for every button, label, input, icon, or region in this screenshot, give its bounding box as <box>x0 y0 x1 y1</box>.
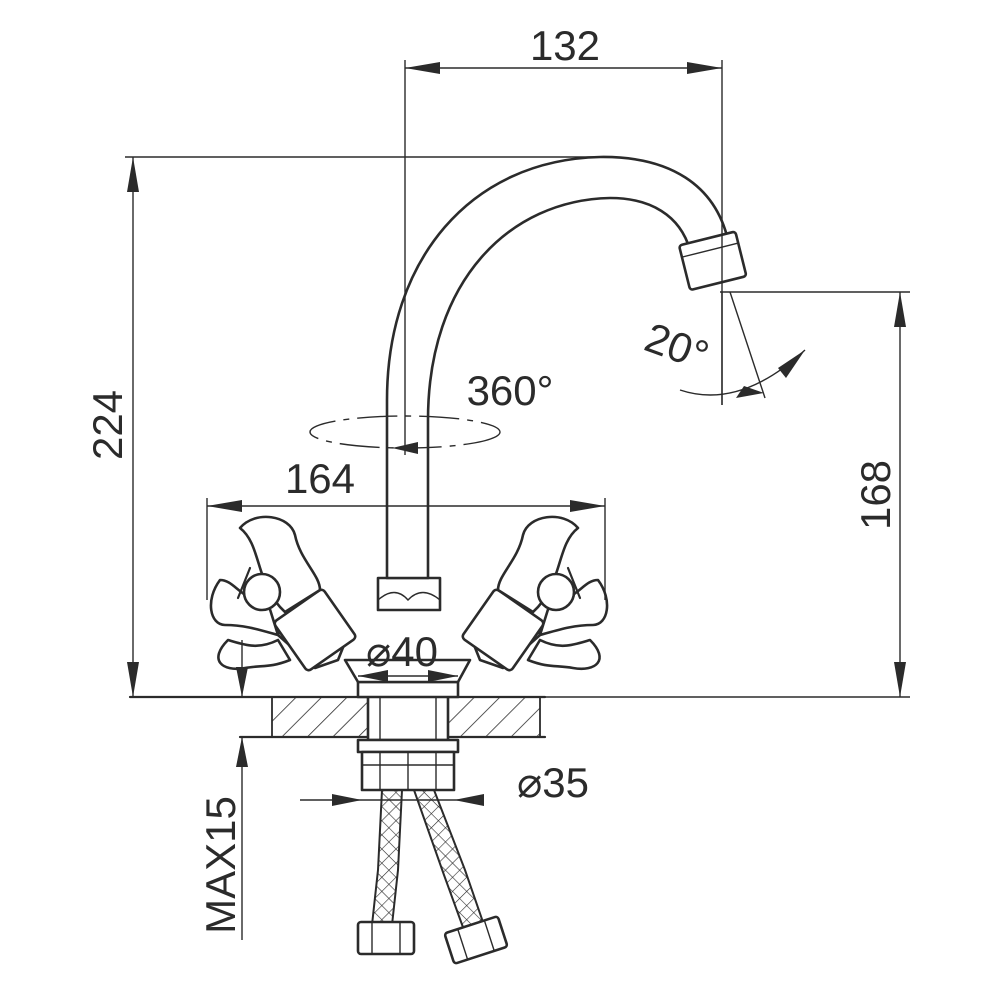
hose-nut-left <box>356 920 416 956</box>
dimension-handle-span <box>206 498 606 600</box>
label-max-thickness: MAX15 <box>197 796 244 934</box>
label-spout-height: 168 <box>852 460 899 530</box>
dimension-shank-diameter <box>300 794 484 806</box>
label-swivel-angle: 360° <box>467 367 554 414</box>
label-shank-diameter: ⌀35 <box>517 759 589 806</box>
label-aerator-angle: 20° <box>639 313 715 379</box>
dimension-max-thickness <box>236 640 248 940</box>
braided-hoses <box>356 789 509 965</box>
dimension-spout-height <box>720 291 910 697</box>
aerator-angle-indicator <box>679 291 806 405</box>
left-cross-handle <box>209 515 357 672</box>
label-handle-span: 164 <box>285 455 355 502</box>
label-base-diameter: ⌀40 <box>366 628 438 675</box>
swivel-spout <box>385 155 748 580</box>
label-spout-reach: 132 <box>530 22 600 69</box>
swivel-indicator <box>309 415 501 454</box>
right-cross-handle <box>461 515 609 672</box>
hose-nut-right <box>443 915 509 965</box>
dimension-base-diameter <box>358 670 458 682</box>
mounting-shank <box>356 688 460 792</box>
dimension-total-height <box>125 156 600 697</box>
countertop-section <box>128 695 910 739</box>
aerator <box>678 230 748 291</box>
label-total-height: 224 <box>84 390 131 460</box>
